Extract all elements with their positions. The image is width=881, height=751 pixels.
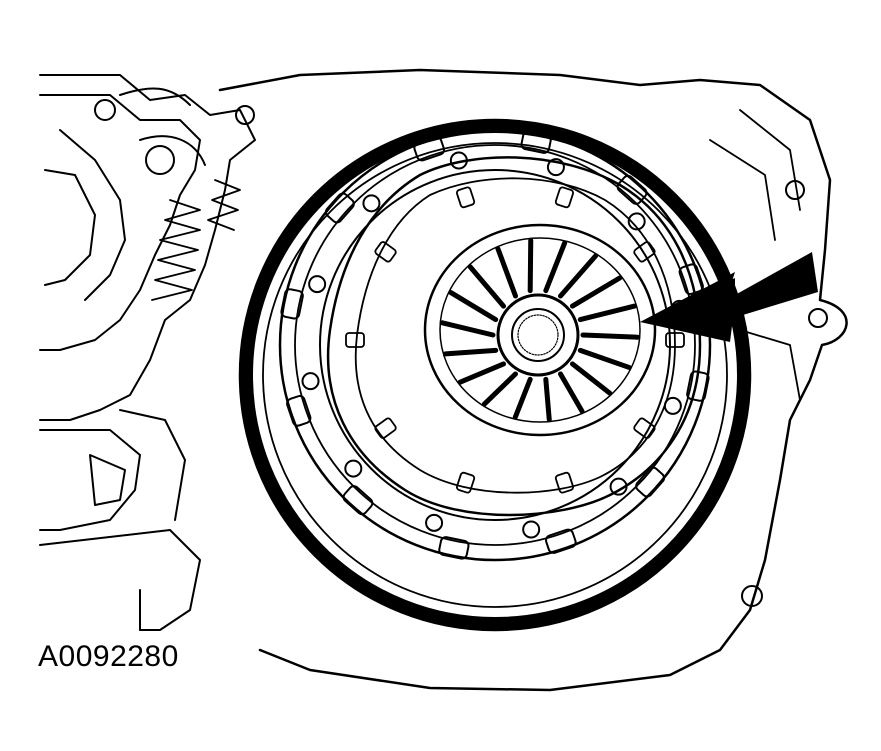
disc-tab [345, 332, 365, 348]
bolt-hole [308, 275, 327, 294]
left-components [39, 74, 256, 631]
bolt-hole [522, 520, 541, 539]
clutch-disc [326, 156, 702, 517]
disc-tab [374, 241, 397, 263]
disc-tab [455, 186, 476, 209]
spring-finger-slot [527, 237, 534, 294]
disc-tab [633, 417, 656, 439]
bolt-boss [280, 288, 304, 320]
disc-tab [455, 471, 476, 494]
bolt-boss [342, 485, 374, 516]
spring-finger-slot [495, 246, 518, 299]
bolt-boss [635, 466, 666, 498]
spring-finger-slot [543, 240, 568, 294]
spring-finger-slot [577, 303, 637, 323]
bolt-hole [362, 194, 381, 213]
spring-finger-slot [569, 275, 623, 309]
disc-tab [374, 417, 397, 439]
disc-tab [554, 471, 575, 494]
spring-finger-slot [580, 332, 641, 340]
disc-tab [633, 241, 656, 263]
figure-id-label: A0092280 [38, 640, 179, 673]
bolt-boss [520, 130, 552, 154]
spring [151, 179, 241, 301]
bolt-boss [438, 536, 470, 560]
spring-finger-slot [481, 371, 518, 407]
bellhousing-outline [218, 68, 848, 692]
bolt-hole [301, 372, 320, 391]
spring-finger-slot [439, 320, 496, 338]
bolt-boss [413, 136, 445, 162]
callout-arrow-icon [640, 252, 818, 342]
spring-finger-slot [569, 361, 613, 396]
center-hub [496, 293, 580, 377]
spring-finger-slot [467, 264, 507, 309]
bolt-boss [545, 528, 577, 554]
bolt-hole [546, 158, 565, 177]
disc-tab [665, 332, 685, 348]
spring-finger-slot [558, 253, 599, 299]
bolt-hole [627, 212, 646, 231]
bolt-hole [344, 459, 363, 478]
spring-finger-slot [577, 347, 632, 370]
pressure-plate [278, 128, 712, 562]
flywheel [238, 118, 752, 632]
bolt-bosses [280, 130, 710, 560]
spring-finger-slot [443, 347, 499, 357]
spring-finger-slot [543, 376, 552, 423]
disc-rivets [345, 186, 685, 494]
spring-finger-slot [448, 290, 499, 323]
bolt-boss [616, 174, 648, 205]
spring-finger-slot [558, 371, 585, 414]
bolt-hole [425, 513, 444, 532]
spring-finger-slot [457, 361, 507, 385]
spring-fingers [439, 237, 641, 423]
bolt-boss [324, 192, 355, 224]
diaphragm-spring [423, 223, 657, 437]
bolt-boss [286, 395, 312, 427]
bolt-boss [686, 370, 710, 402]
spring-finger-slot [512, 376, 533, 420]
disc-tab [554, 186, 575, 209]
